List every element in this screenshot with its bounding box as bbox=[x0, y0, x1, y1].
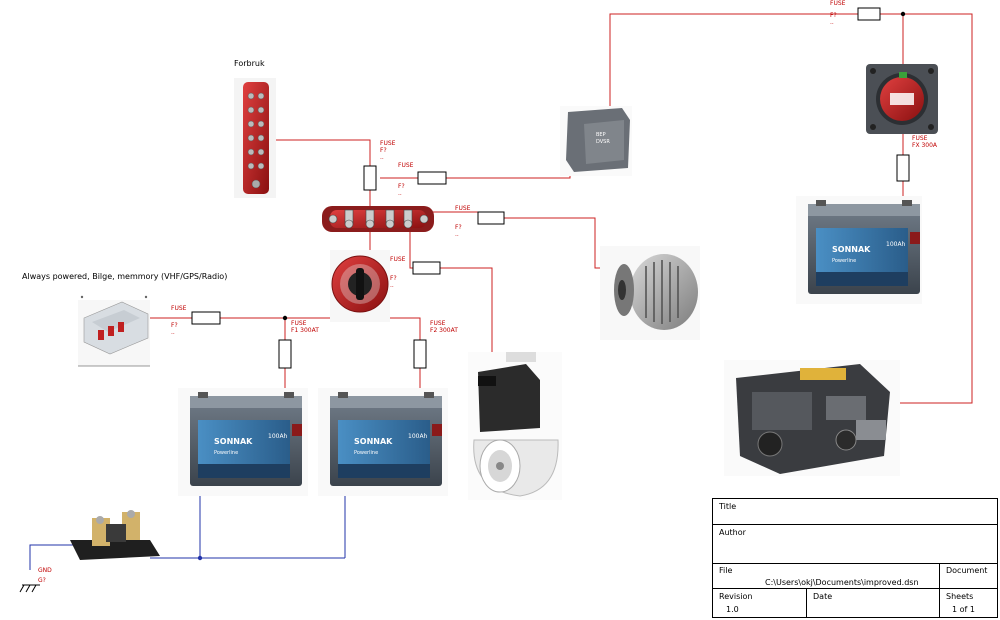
battery-2: SONNAK Powerline 100Ah bbox=[318, 388, 448, 496]
revision-label: Revision bbox=[719, 592, 753, 601]
fuse-f1-symbol bbox=[278, 339, 292, 369]
battery-3-brand: SONNAK bbox=[832, 245, 871, 254]
battery-2-brand: SONNAK bbox=[354, 437, 393, 446]
file-value: C:\Users\okj\Documents\improved.dsn bbox=[765, 578, 919, 587]
author-label: Author bbox=[719, 528, 746, 537]
fuse-forbruk-symbol bbox=[363, 165, 377, 191]
battery-2-sub: Powerline bbox=[354, 450, 378, 456]
file-row: File C:\Users\okj\Documents\improved.dsn bbox=[712, 563, 940, 589]
battery-2-capacity: 100Ah bbox=[408, 433, 428, 440]
vsr-brand: BEP bbox=[596, 132, 606, 138]
sheets-value: 1 of 1 bbox=[952, 605, 975, 614]
revision-cell: Revision 1.0 bbox=[712, 588, 807, 618]
sheets-label: Sheets bbox=[946, 592, 974, 601]
main-battery-switch bbox=[866, 64, 938, 134]
fuse-vsr-symbol bbox=[417, 171, 447, 185]
vsr-label: DVSR bbox=[596, 139, 610, 145]
author-row: Author bbox=[712, 524, 998, 564]
shunt bbox=[70, 510, 160, 560]
document-label: Document bbox=[946, 566, 988, 575]
alternator bbox=[600, 246, 700, 340]
engine bbox=[724, 360, 900, 476]
ground-symbol bbox=[19, 584, 40, 593]
battery-1-capacity: 100Ah bbox=[268, 433, 288, 440]
title-row: Title bbox=[712, 498, 998, 525]
battery-3: SONNAK Powerline 100Ah bbox=[796, 196, 922, 304]
always-powered-label: Always powered, Bilge, memmory (VHF/GPS/… bbox=[22, 272, 228, 281]
bow-thruster bbox=[468, 352, 562, 500]
fuse-symbols bbox=[191, 7, 910, 369]
fuse-fx-symbol bbox=[896, 154, 910, 182]
title-label: Title bbox=[719, 502, 737, 511]
forbruk-busbar bbox=[234, 78, 276, 198]
forbruk-label: Forbruk bbox=[234, 59, 265, 68]
fuse-top-right-symbol bbox=[857, 7, 881, 21]
revision-value: 1.0 bbox=[726, 605, 739, 614]
fuse-always-symbol bbox=[191, 311, 221, 325]
main-busbar bbox=[322, 206, 434, 232]
battery-1: SONNAK Powerline 100Ah bbox=[178, 388, 308, 496]
date-label: Date bbox=[813, 592, 833, 601]
file-label: File bbox=[719, 566, 733, 575]
battery-3-capacity: 100Ah bbox=[886, 241, 906, 248]
vsr-relay: BEP DVSR bbox=[560, 106, 632, 176]
sheets-cell: Sheets 1 of 1 bbox=[939, 588, 998, 618]
battery-1-brand: SONNAK bbox=[214, 437, 253, 446]
document-cell: Document bbox=[939, 563, 998, 589]
fuse-alternator-symbol bbox=[477, 211, 505, 225]
battery-3-sub: Powerline bbox=[832, 258, 856, 264]
date-cell: Date bbox=[806, 588, 940, 618]
battery-1-sub: Powerline bbox=[214, 450, 238, 456]
title-block: Title Author File C:\Users\okj\Documents… bbox=[712, 498, 998, 618]
fuse-f2-symbol bbox=[413, 339, 427, 369]
battery-switch bbox=[330, 250, 390, 322]
fuse-thruster-symbol bbox=[412, 261, 441, 275]
fuse-block bbox=[78, 295, 150, 367]
